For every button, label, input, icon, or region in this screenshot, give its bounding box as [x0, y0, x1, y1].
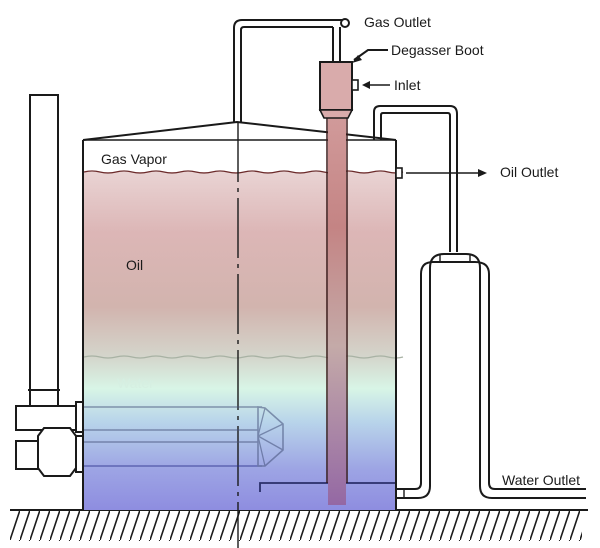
oil-leg-pipe [373, 105, 458, 252]
downcomer-pipe [328, 108, 346, 505]
burner-inlet [15, 440, 39, 470]
degasser-boot-leader-head [352, 55, 362, 63]
label-water: Water [117, 375, 154, 391]
boot-body [319, 61, 353, 111]
oil-water-interface-line [83, 355, 404, 359]
ground-hatch [10, 511, 582, 541]
tank [82, 121, 404, 548]
burner-housing [37, 427, 77, 477]
oil-outlet-nozzle [395, 167, 403, 179]
oil-surface-line [83, 170, 404, 174]
oil-outlet-arrowhead [478, 169, 487, 177]
label-inlet: Inlet [394, 77, 421, 93]
label-water-outlet: Water Outlet [502, 472, 580, 488]
inlet-arrowhead [362, 81, 370, 89]
tank-liquid [84, 172, 395, 510]
degasser-boot [318, 61, 359, 119]
label-oil: Oil [126, 257, 143, 273]
label-gas-vapor: Gas Vapor [101, 151, 167, 167]
ground [10, 509, 588, 541]
inlet-nozzle [351, 79, 359, 91]
heater-upper-header [15, 405, 79, 431]
label-oil-outlet: Oil Outlet [500, 164, 558, 180]
downcomer [326, 108, 348, 505]
label-degasser-boot: Degasser Boot [391, 42, 484, 58]
fire-tube [84, 406, 284, 467]
water-collector [259, 482, 330, 492]
exhaust-stack [29, 94, 59, 411]
label-gas-outlet: Gas Outlet [364, 14, 431, 30]
water-leg [396, 253, 586, 499]
fire-tube-stack [15, 94, 85, 477]
gas-outlet-pipe [233, 18, 350, 122]
tank-roof [82, 121, 397, 141]
